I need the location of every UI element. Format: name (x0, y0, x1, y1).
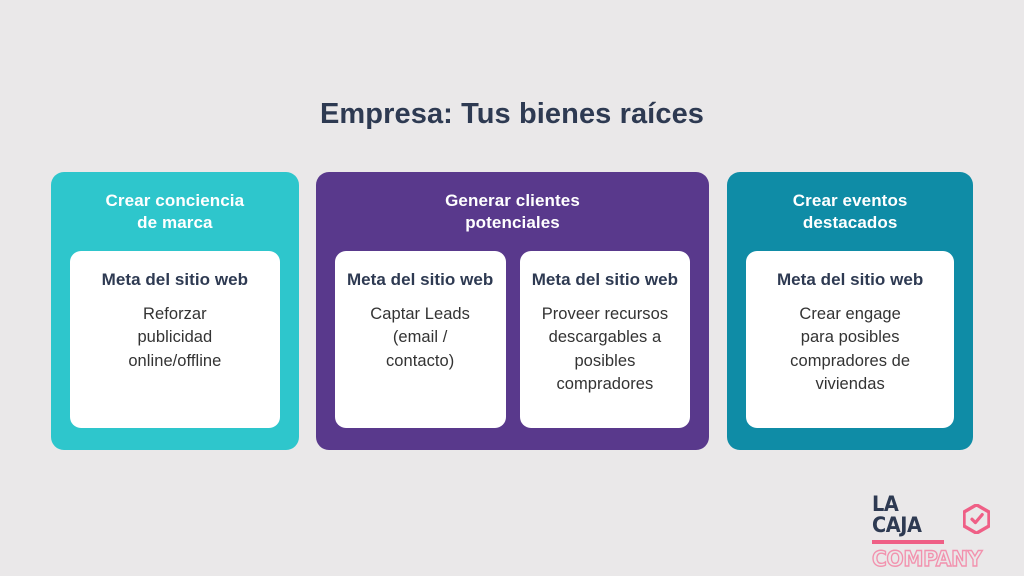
goal-card[interactable]: Meta del sitio web Proveer recursos desc… (519, 250, 691, 428)
goal-card[interactable]: Meta del sitio web Crear engage para pos… (746, 250, 955, 428)
logo-subtext: COMPANY (871, 547, 983, 571)
column-header-featured-events: Crear eventos destacados (792, 191, 908, 232)
goal-card-text: Captar Leads (email / contacto) (370, 304, 470, 370)
goal-columns: Crear conciencia de marca Meta del sitio… (51, 172, 974, 450)
goal-card[interactable]: Meta del sitio web Captar Leads (email /… (334, 250, 506, 428)
column-featured-events[interactable]: Crear eventos destacados Meta del sitio … (727, 172, 974, 450)
column-header-lead-generation: Generar clientes potenciales (445, 191, 580, 232)
goal-card-text: Crear engage para posibles compradores d… (790, 304, 911, 394)
logo-wordmark: LA CAJA (872, 492, 922, 537)
goal-card-text: Reforzar publicidad online/offline (128, 304, 222, 370)
brand-logo: LA CAJA COMPANY (871, 494, 991, 570)
page-title: Empresa: Tus bienes raíces (319, 98, 705, 130)
goal-card-title: Meta del sitio web (531, 269, 679, 289)
column-body-lead-generation: Meta del sitio web Captar Leads (email /… (334, 250, 691, 428)
goal-card[interactable]: Meta del sitio web Reforzar publicidad o… (70, 250, 280, 428)
logo-wordmark-row: LA CAJA (872, 494, 991, 544)
goal-card-title: Meta del sitio web (101, 269, 249, 289)
logo-wordmark-block: LA CAJA (872, 494, 956, 544)
hexagon-check-icon (962, 503, 991, 535)
column-body-brand-awareness: Meta del sitio web Reforzar publicidad o… (70, 250, 280, 428)
column-header-brand-awareness: Crear conciencia de marca (105, 191, 245, 232)
column-lead-generation[interactable]: Generar clientes potenciales Meta del si… (315, 172, 710, 450)
goal-card-title: Meta del sitio web (776, 269, 924, 289)
column-body-featured-events: Meta del sitio web Crear engage para pos… (746, 250, 955, 428)
column-brand-awareness[interactable]: Crear conciencia de marca Meta del sitio… (51, 172, 299, 450)
goal-card-text: Proveer recursos descargables a posibles… (541, 304, 669, 394)
goal-card-title: Meta del sitio web (346, 269, 494, 289)
logo-underline (872, 540, 944, 544)
